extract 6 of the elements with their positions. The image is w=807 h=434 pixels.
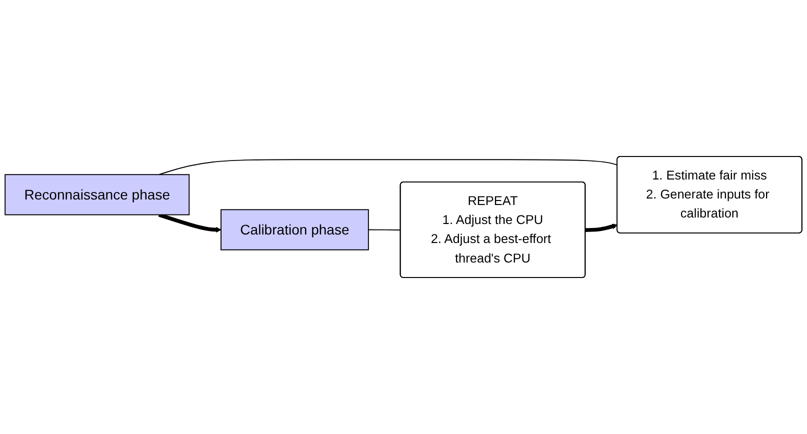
connector xyxy=(158,159,618,176)
arrow xyxy=(158,212,222,233)
connector xyxy=(368,229,402,231)
node-box: Calibration phase xyxy=(220,209,369,250)
arrow xyxy=(585,224,618,232)
node-box: Reconnaissance phase xyxy=(4,174,190,216)
